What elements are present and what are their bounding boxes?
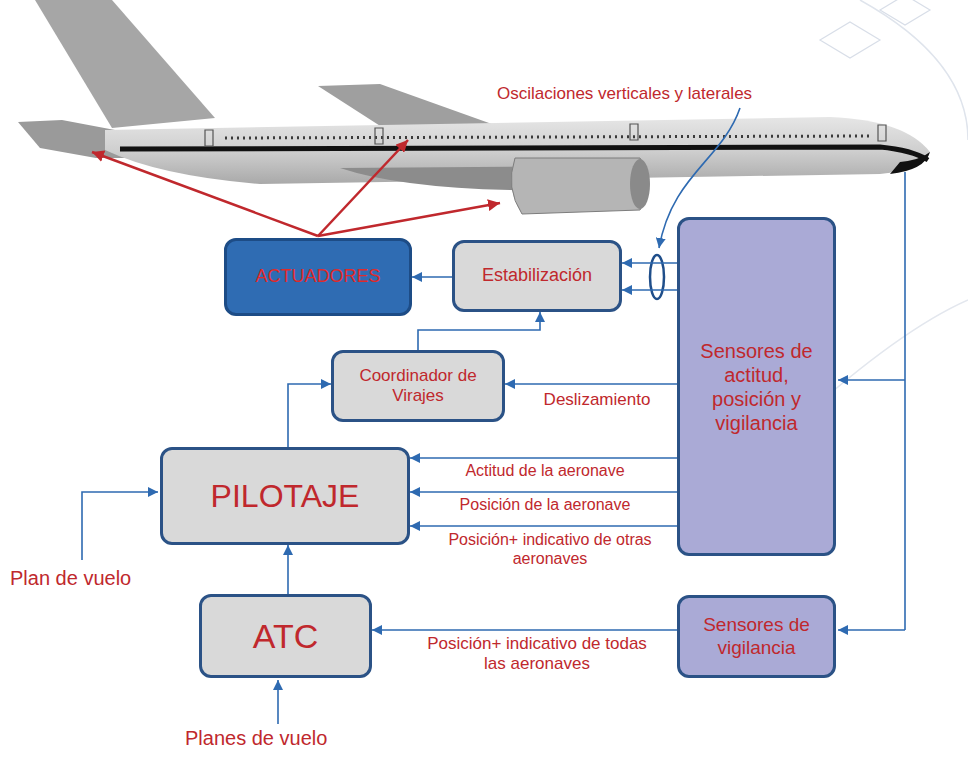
sensor-box: Sensores de vigilancia (677, 595, 836, 678)
input-arrow (82, 492, 158, 560)
connector-arrow (372, 629, 677, 631)
process-box: PILOTAJE (160, 447, 410, 545)
connector-arrow (288, 384, 331, 447)
edge-label: Posición+ indicativo de todas las aerona… (422, 634, 652, 675)
connector-arrow (410, 525, 677, 527)
node-label: Coordinador de Virajes (342, 366, 494, 407)
actuator-arrow (318, 203, 500, 236)
node-label: Estabilización (482, 265, 592, 287)
edge-label: Actitud de la aeronave (420, 461, 670, 480)
node-label: Sensores de actitud, posición y vigilanc… (688, 339, 825, 435)
sensor-box: Sensores de actitud, posición y vigilanc… (677, 217, 836, 556)
decor-arc (860, 0, 968, 140)
process-box: Estabilización (452, 240, 622, 312)
connector-arrow (412, 276, 452, 278)
connector-arrow (622, 262, 677, 264)
node-label: Sensores de vigilancia (688, 614, 825, 660)
nose (890, 152, 930, 174)
actuator-arrow (92, 152, 318, 236)
input-label: Plan de vuelo (10, 566, 131, 590)
windows (225, 136, 870, 138)
doors (205, 124, 886, 146)
engine (511, 158, 648, 214)
connector-arrow (505, 383, 677, 385)
decor-cube (820, 0, 930, 58)
input-arrow (277, 680, 279, 724)
connector-arrow (410, 457, 677, 459)
edge-label: Posición de la aeronave (420, 495, 670, 514)
sensor-feed (904, 172, 906, 630)
node-label: ACTUADORES (255, 266, 380, 288)
engine-inlet (630, 159, 650, 209)
sensor-feed (838, 379, 905, 381)
process-box: Coordinador de Virajes (331, 350, 505, 422)
tail-fin (35, 0, 215, 128)
connector-arrow (622, 289, 677, 291)
callout-label: Oscilaciones verticales y laterales (497, 84, 752, 104)
connector-arrow (287, 545, 289, 594)
actuator-box: ACTUADORES (224, 238, 412, 316)
input-label: Planes de vuelo (185, 726, 327, 750)
connector-arrow (418, 312, 540, 350)
sensor-feed (838, 629, 905, 631)
callout-ellipse (650, 255, 664, 299)
process-box: ATC (199, 594, 372, 678)
connector-arrow (410, 491, 677, 493)
node-label: PILOTAJE (211, 477, 360, 515)
node-label: ATC (253, 616, 318, 657)
edge-label: Posición+ indicativo de otras aeronaves (425, 530, 675, 568)
edge-label: Deslizamiento (532, 390, 662, 410)
